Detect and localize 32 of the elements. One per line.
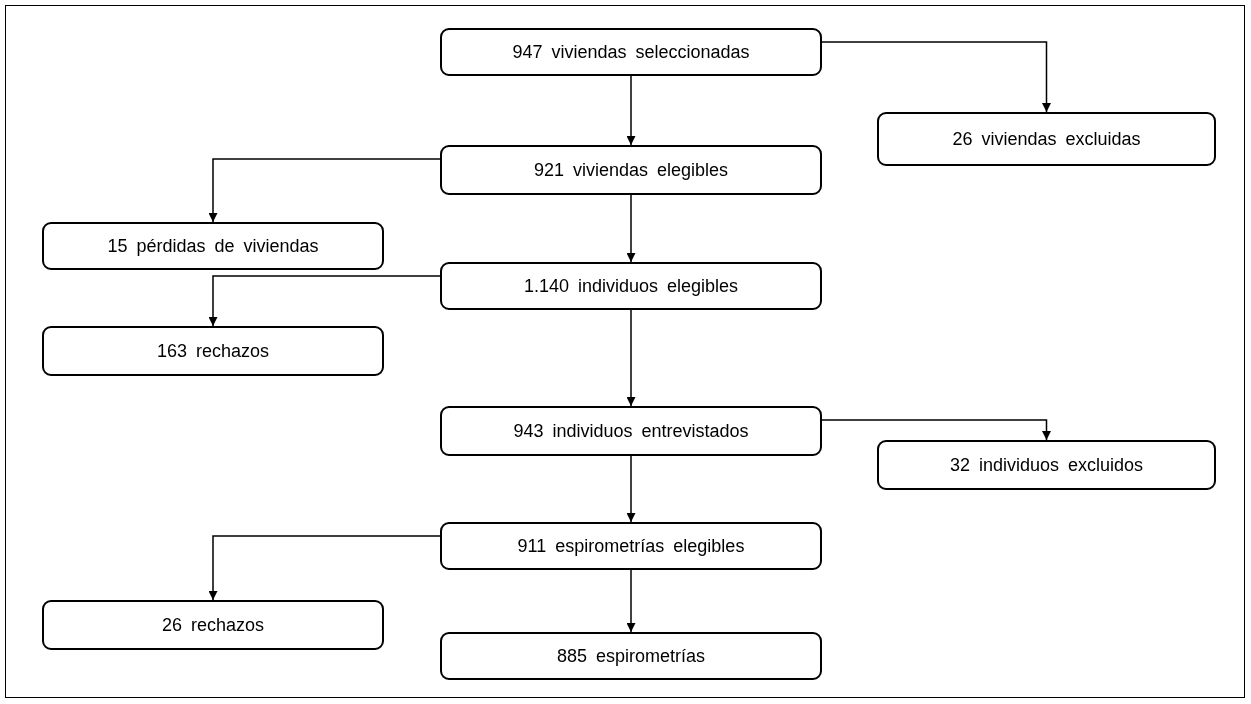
process-box bbox=[440, 262, 822, 310]
box-label: 26 rechazos bbox=[161, 614, 265, 636]
process-box bbox=[42, 600, 384, 650]
process-box bbox=[440, 28, 822, 76]
box-label: 885 espirometrías bbox=[556, 645, 706, 667]
arrow bbox=[821, 419, 1051, 441]
arrow bbox=[626, 455, 636, 523]
arrow bbox=[626, 309, 636, 407]
box-label: 163 rechazos bbox=[156, 340, 270, 362]
process-box bbox=[440, 406, 822, 456]
box-label: 947 viviendas seleccionadas bbox=[512, 41, 750, 63]
process-box bbox=[42, 222, 384, 270]
process-box bbox=[440, 632, 822, 680]
arrow bbox=[208, 275, 441, 327]
box-label: 32 individuos excluidos bbox=[949, 454, 1144, 476]
box-label: 26 viviendas excluidas bbox=[952, 128, 1141, 150]
process-box bbox=[42, 326, 384, 376]
process-box bbox=[877, 440, 1216, 490]
process-box bbox=[440, 522, 822, 570]
box-label: 943 individuos entrevistados bbox=[513, 420, 749, 442]
process-box bbox=[440, 145, 822, 195]
arrow bbox=[626, 194, 636, 263]
box-label: 921 viviendas elegibles bbox=[533, 159, 729, 181]
arrow bbox=[208, 158, 441, 223]
process-box bbox=[877, 112, 1216, 166]
arrow bbox=[626, 569, 636, 633]
arrow bbox=[626, 75, 636, 146]
arrow bbox=[821, 41, 1051, 113]
box-label: 15 pérdidas de viviendas bbox=[107, 235, 319, 257]
arrow bbox=[208, 535, 441, 601]
box-label: 1.140 individuos elegibles bbox=[523, 275, 739, 297]
box-label: 911 espirometrías elegibles bbox=[517, 535, 745, 557]
